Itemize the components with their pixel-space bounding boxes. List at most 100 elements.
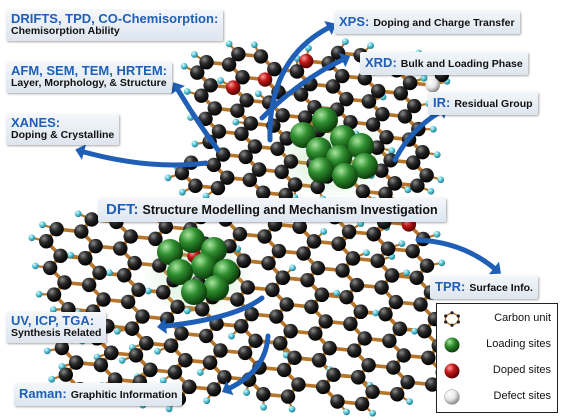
tpr-heading: TPR:	[435, 279, 466, 294]
pointer-arrows	[75, 20, 501, 396]
carbon-atom	[251, 162, 267, 177]
hydrogen-atom	[320, 228, 328, 235]
carbon-atom	[54, 340, 70, 356]
green-sphere-icon	[444, 337, 460, 353]
hydrogen-atom	[406, 398, 413, 405]
carbon-atom	[271, 243, 287, 259]
carbon-atom	[312, 353, 327, 368]
hydrogen-atom	[250, 41, 258, 49]
carbon-atom	[220, 170, 235, 185]
loading-sphere	[191, 253, 217, 279]
carbon-atom	[234, 126, 249, 141]
hydrogen-atom	[180, 62, 188, 70]
carbon-atom	[261, 255, 276, 271]
hydrogen-atom	[254, 90, 262, 98]
carbon-atom	[243, 116, 258, 131]
hydrogen-atom	[429, 125, 437, 133]
carbon-atom	[242, 172, 258, 188]
legend-item-doped: Doped sites	[437, 360, 557, 382]
uv-label: UV, ICP, TGA: Synthesis Related	[6, 312, 107, 343]
hydrogen-atom	[403, 269, 411, 277]
hydrogen-atom	[67, 251, 75, 259]
hydrogen-atom	[190, 51, 198, 58]
carbon-atom	[96, 292, 111, 307]
carbon-atom	[421, 350, 436, 366]
hydrogen-atom	[333, 289, 341, 297]
carbon-atom	[334, 68, 350, 84]
hydrogen-atom	[196, 369, 204, 376]
carbon-atom	[287, 177, 303, 192]
hydrogen-atom	[154, 347, 161, 355]
carbon-atom	[365, 384, 380, 400]
carbon-atom	[247, 139, 263, 154]
hydrogen-atom	[232, 118, 240, 126]
carbon-atom	[353, 304, 368, 319]
carbon-atom	[345, 251, 361, 266]
uv-sub: Synthesis Related	[11, 327, 102, 340]
hydrogen-atom	[363, 249, 370, 257]
carbon-atom	[57, 275, 72, 290]
carbon-atom	[256, 185, 271, 200]
legend-label-defect: Defect sites	[493, 390, 551, 402]
hydrogen-atom	[43, 347, 51, 355]
carbon-atom	[382, 333, 397, 349]
carbon-atom	[310, 260, 326, 276]
metal-clusters	[157, 107, 378, 305]
carbon-atom	[386, 360, 401, 375]
hydrogen-atom	[191, 140, 199, 148]
carbon-atom	[279, 297, 294, 312]
hydrogen-atom	[106, 269, 113, 277]
carbon-atom	[335, 263, 350, 278]
carbon-atom	[237, 345, 253, 361]
arrow-head	[324, 20, 336, 36]
carbon-atom	[390, 387, 405, 402]
carbon-atom	[113, 241, 128, 256]
carbon-atom	[380, 241, 396, 256]
carbon-atom	[304, 299, 319, 315]
carbon-atom	[256, 386, 271, 402]
carbon-atom	[384, 268, 400, 283]
carbon-atom	[402, 75, 418, 91]
dft-label: DFT:Structure Modelling and Mechanism In…	[98, 198, 446, 222]
carbon-atom	[170, 299, 185, 315]
hydrogen-atom	[343, 408, 350, 416]
hydrogen-atom	[39, 221, 46, 229]
white-sphere-icon	[444, 389, 460, 405]
hydrogen-atom	[367, 42, 375, 49]
hydrogen-atom	[372, 309, 380, 317]
carbon-atom	[178, 352, 193, 368]
carbon-atom	[415, 145, 430, 160]
carbon-atom	[211, 124, 227, 139]
afm-heading: AFM, SEM, TEM, HRTEM:	[11, 63, 167, 78]
carbon-atom	[287, 350, 302, 366]
carbon-atom	[92, 265, 107, 281]
carbon-atom	[343, 316, 358, 332]
carbon-atom	[339, 289, 354, 305]
carbon-atom	[315, 379, 331, 395]
carbon-atom	[135, 309, 150, 324]
carbon-atom	[231, 46, 246, 62]
carbon-atom	[239, 93, 254, 108]
hydrogen-atom	[203, 397, 211, 405]
hydrogen-atom	[398, 240, 406, 248]
xrd-sub: Bulk and Loading Phase	[400, 58, 523, 70]
hydrogen-atom	[225, 40, 233, 48]
carbon-atom	[292, 219, 307, 235]
carbon-atom	[257, 229, 272, 244]
dft-sub: Structure Modelling and Mechanism Invest…	[142, 203, 438, 217]
carbon-atom	[351, 370, 366, 385]
hydrogen-atom	[411, 327, 418, 335]
carbon-atom	[236, 253, 251, 268]
tpr-sub: Surface Info.	[469, 282, 533, 294]
ir-heading: IR:	[433, 95, 451, 110]
carbon-atom	[194, 88, 209, 103]
carbon-atom	[326, 367, 341, 383]
carbon-atom	[300, 272, 315, 288]
carbon-atom	[318, 314, 333, 329]
hydrogen-atom	[74, 210, 82, 218]
carbon-atom	[131, 282, 146, 298]
carbon-atom	[267, 61, 282, 77]
carbon-atom	[283, 154, 299, 169]
legend-label-doped: Doped sites	[492, 364, 551, 376]
defect-atom	[425, 78, 440, 93]
